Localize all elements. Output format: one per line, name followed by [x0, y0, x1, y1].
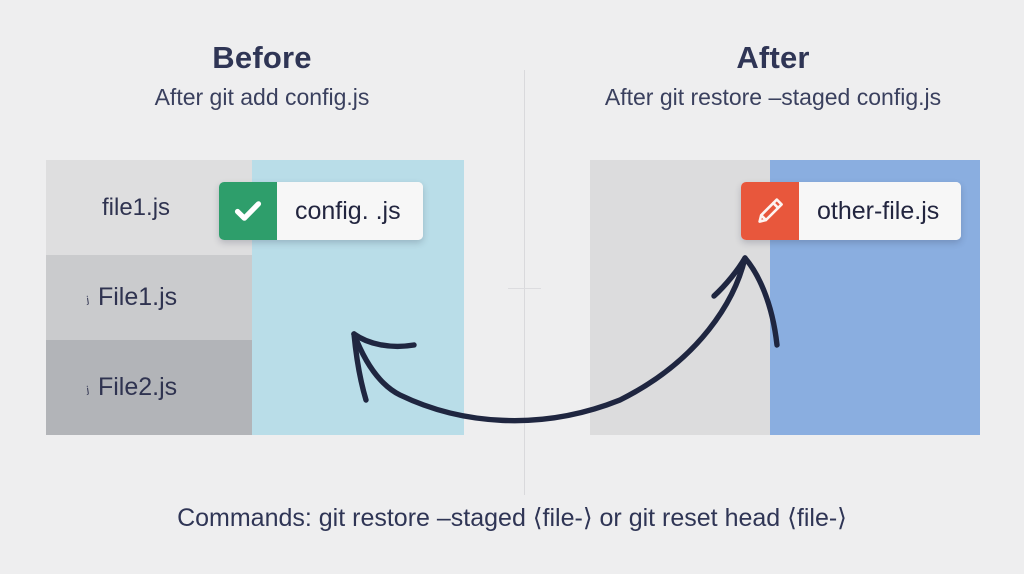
after-panel: other-file.js: [590, 160, 980, 435]
staged-file-chip[interactable]: config. .js: [219, 182, 423, 240]
before-column-title: Before: [212, 40, 312, 75]
file-row-label: file1.js: [102, 193, 171, 221]
commands-caption: Commands: git restore –staged ⟨file-⟩ or…: [177, 504, 847, 532]
unstaged-file-chip-label: other-file.js: [799, 182, 962, 240]
file-row[interactable]: ⱼ File1.js: [46, 255, 252, 340]
after-column-title: After: [736, 40, 810, 75]
before-panel: file1.js ⱼ File1.js ⱼ File2.js config. .…: [46, 160, 464, 435]
file-row-label: File2.js: [97, 373, 178, 401]
file-row-label: File1.js: [97, 283, 178, 311]
staged-file-chip-label: config. .js: [277, 182, 423, 240]
check-icon: [219, 182, 277, 240]
after-column-subtitle: After git restore –staged config.js: [604, 84, 942, 110]
unstaged-file-chip[interactable]: other-file.js: [741, 182, 962, 240]
divider-tick-mark: [508, 288, 541, 289]
file-row[interactable]: ⱼ File2.js: [46, 340, 252, 435]
chevron-icon: ⱼ: [84, 377, 91, 398]
chevron-icon: ⱼ: [84, 287, 91, 308]
before-column-subtitle: After git add config.js: [154, 84, 370, 110]
before-working-directory-area: file1.js ⱼ File1.js ⱼ File2.js: [46, 160, 252, 435]
pencil-icon: [741, 182, 799, 240]
column-divider: [524, 70, 525, 495]
file-row[interactable]: file1.js: [46, 160, 252, 255]
